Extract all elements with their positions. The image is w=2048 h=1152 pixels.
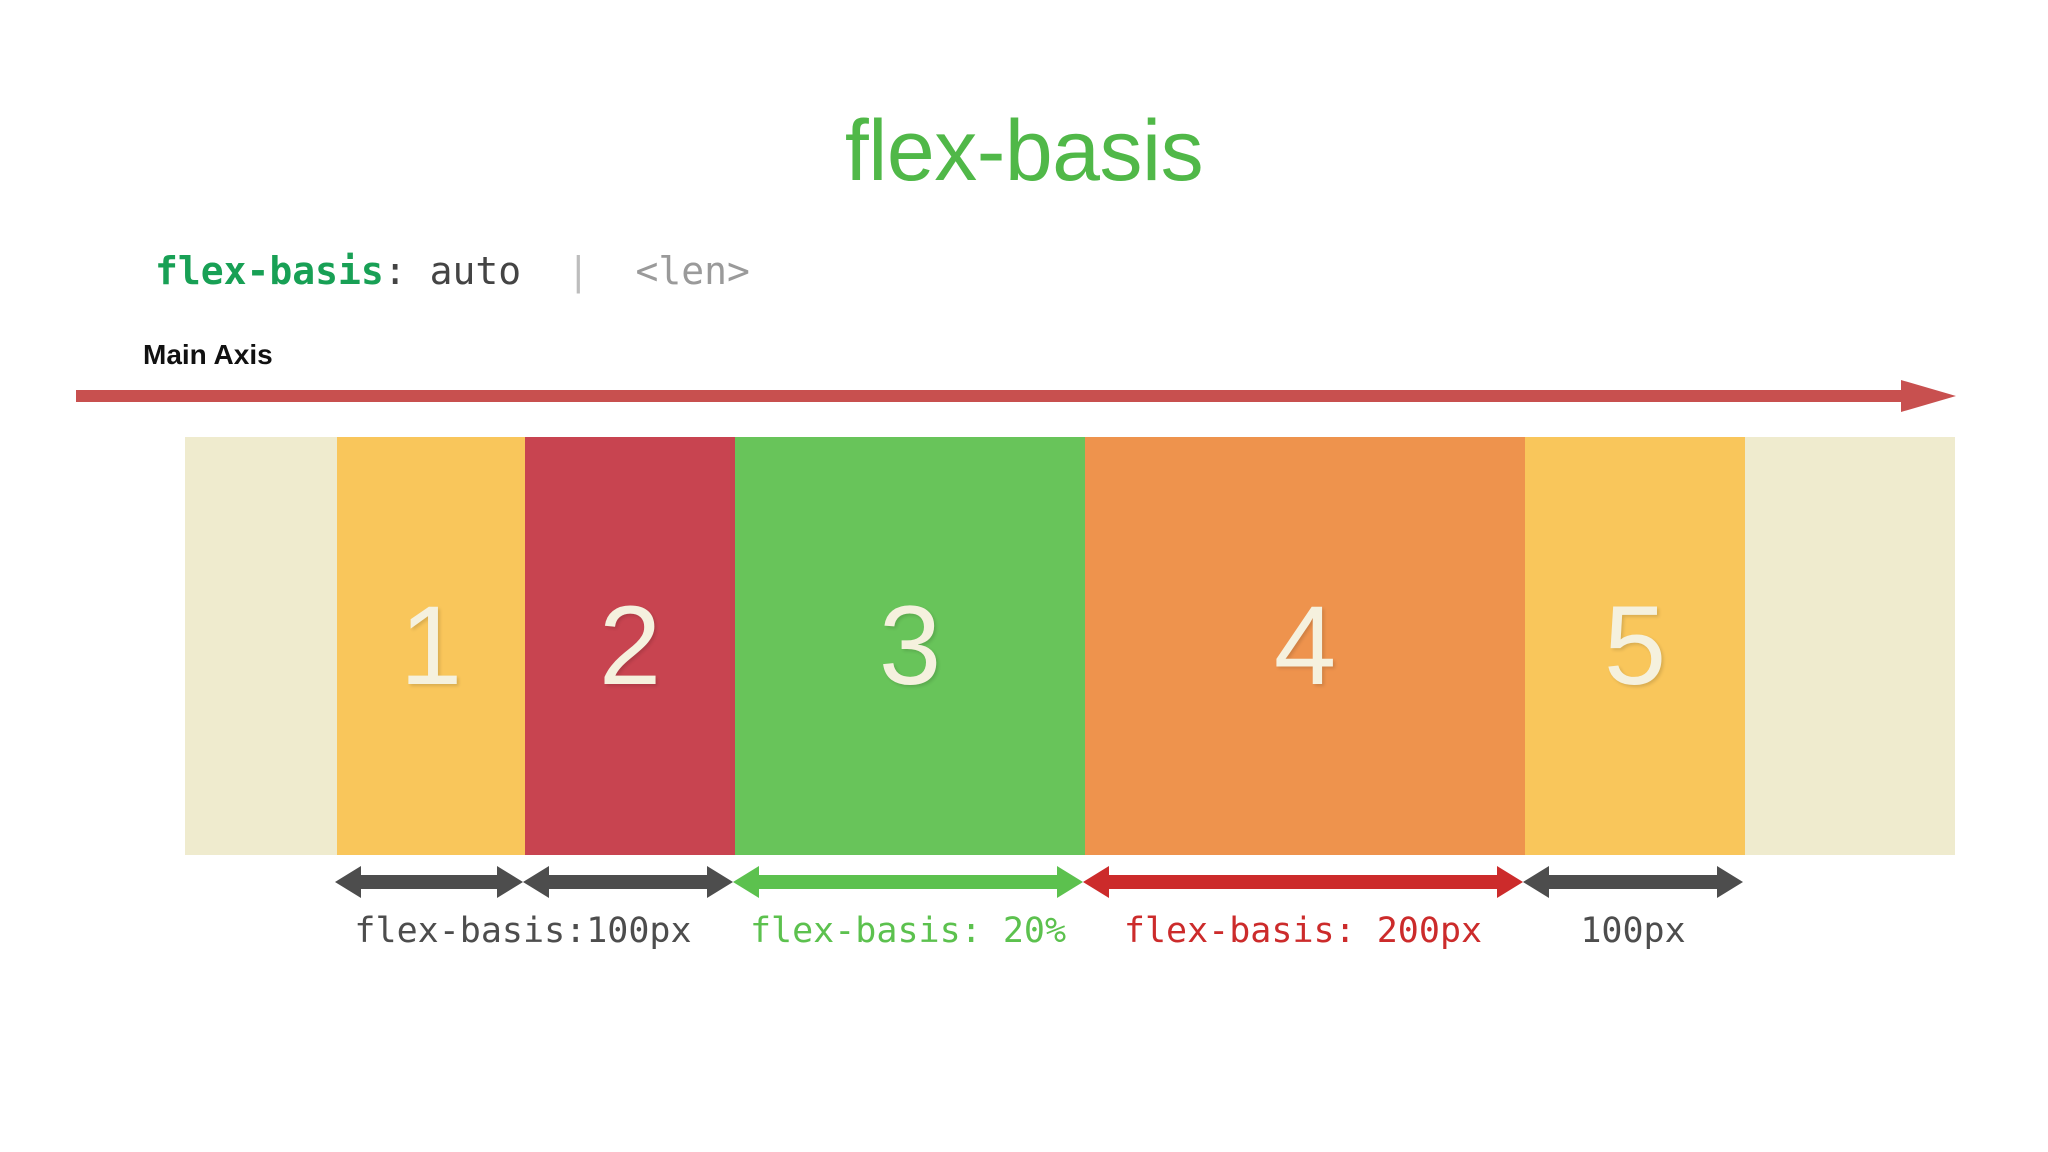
measure-arrow-item-5: [1523, 866, 1743, 898]
main-axis-arrow-icon: [76, 380, 1956, 412]
syntax-declaration: flex-basis: auto | <len>: [155, 252, 750, 290]
measure-label-100px: 100px: [1580, 911, 1686, 951]
measure-arrow-row: [185, 862, 1955, 908]
measure-label-basis-200px: flex-basis: 200px: [1123, 911, 1483, 951]
flex-item-3[interactable]: 3: [735, 437, 1085, 855]
page-title: flex-basis: [844, 103, 1204, 199]
flex-container-free-space-right: [1745, 437, 1955, 855]
syntax-property-name: flex-basis: [155, 249, 384, 293]
syntax-value-auto: auto: [429, 249, 522, 293]
flex-item-4[interactable]: 4: [1085, 437, 1525, 855]
syntax-colon: :: [383, 249, 407, 293]
flex-item-5[interactable]: 5: [1525, 437, 1745, 855]
flex-container: 1 2 3 4 5: [185, 437, 1955, 855]
main-axis-label: Main Axis: [143, 339, 273, 370]
flex-item-5-label: 5: [1603, 583, 1667, 708]
syntax-pipe-separator: |: [566, 249, 590, 293]
measure-arrow-item-1: [335, 866, 523, 898]
measure-arrow-item-4: [1083, 866, 1523, 898]
flex-item-1[interactable]: 1: [337, 437, 525, 855]
flex-item-3-label: 3: [878, 583, 942, 708]
measure-label-basis-100px: flex-basis:100px: [354, 911, 692, 951]
flex-container-free-space-left: [185, 437, 337, 855]
measure-label-basis-20-percent: flex-basis: 20%: [749, 911, 1067, 951]
measure-label-row: flex-basis:100px flex-basis: 20% flex-ba…: [185, 910, 1955, 970]
flex-item-1-label: 1: [399, 583, 463, 708]
flex-item-4-label: 4: [1273, 583, 1337, 708]
syntax-value-length: <len>: [635, 249, 750, 293]
flex-item-2[interactable]: 2: [525, 437, 735, 855]
flex-item-2-label: 2: [598, 583, 662, 708]
measure-arrow-item-2: [523, 866, 733, 898]
measure-arrow-item-3: [733, 866, 1083, 898]
